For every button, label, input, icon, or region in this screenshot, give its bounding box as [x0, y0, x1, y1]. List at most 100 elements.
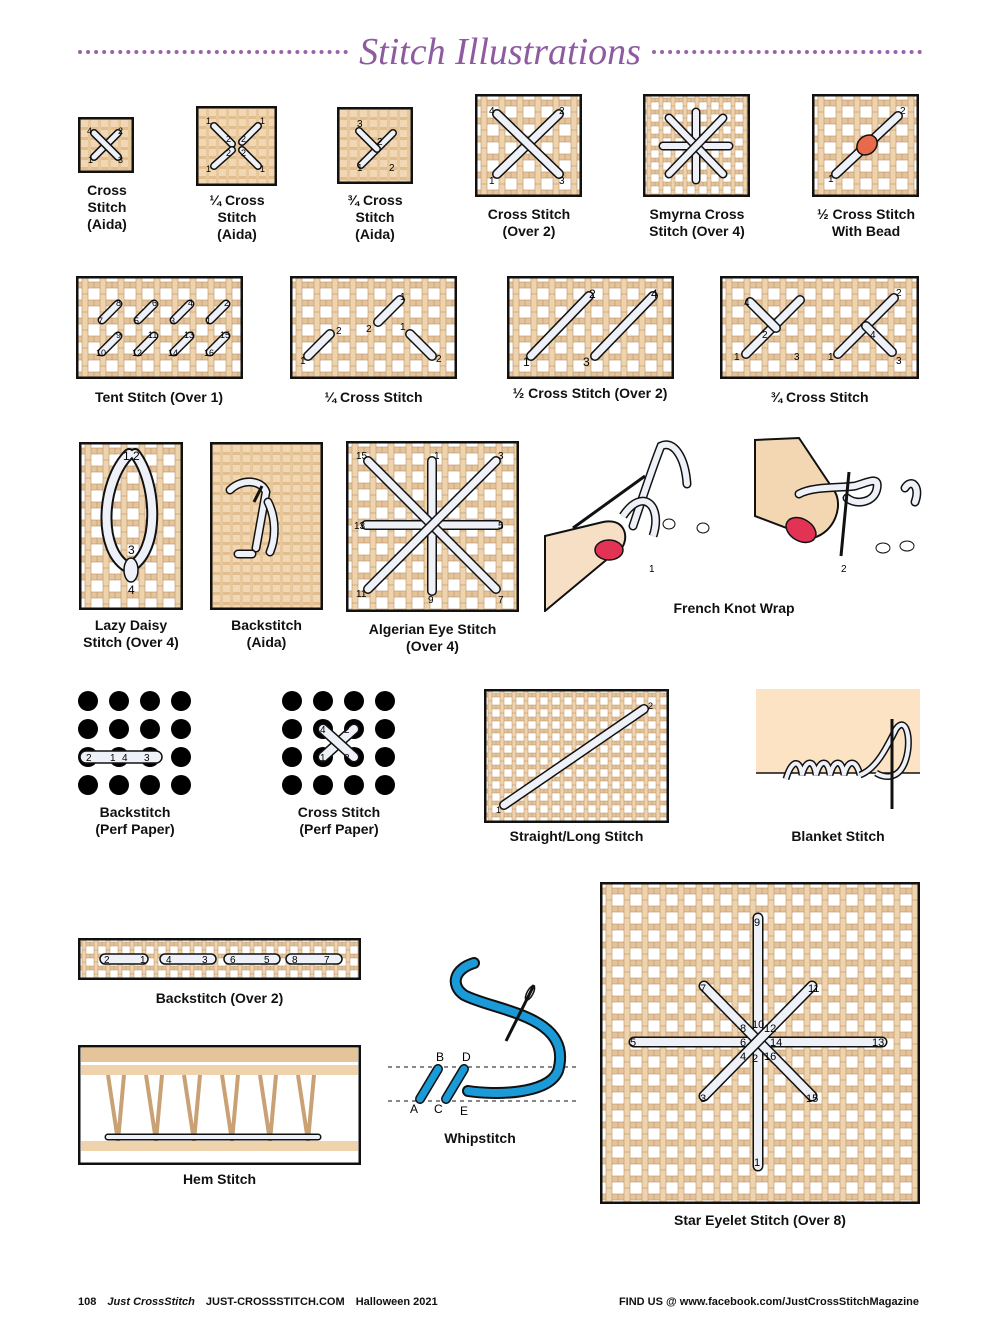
label: 1 — [496, 805, 501, 815]
label: 13 — [184, 330, 194, 340]
caption-three-quarter-aida: ¾ Cross Stitch (Aida) — [347, 192, 403, 242]
label: 1 — [300, 356, 306, 367]
label: 8 — [292, 955, 298, 966]
label: B — [436, 1050, 444, 1064]
three-quarter-aida-figure: 3 2 1 2 — [337, 107, 413, 184]
label: 4 — [651, 287, 658, 301]
label: 5 — [134, 316, 139, 326]
quarter-aida-figure: 1 1 2 2 2 2 1 1 — [196, 106, 277, 186]
blanket-figure — [756, 689, 920, 809]
magazine-name: Just CrossStitch — [107, 1296, 195, 1308]
cross-over2-figure: 4 2 1 3 — [475, 94, 582, 197]
label: 6 — [152, 298, 157, 308]
french-knot-figure: 1 2 — [544, 436, 922, 612]
algerian-figure: 15 1 3 13 5 11 9 7 — [346, 441, 519, 612]
title-dots-left — [78, 50, 348, 60]
label: 9 — [116, 330, 121, 340]
caption-smyrna: Smyrna Cross Stitch (Over 4) — [649, 206, 745, 239]
label: E — [460, 1104, 468, 1118]
label: 4 — [870, 330, 876, 341]
label: 6 — [740, 1037, 746, 1049]
label: 2 — [436, 354, 442, 365]
star-eyelet-figure: 9 7 11 8 10 12 5 6 14 13 4 2 16 3 15 1 — [600, 882, 920, 1204]
caption-straight-long: Straight/Long Stitch — [509, 828, 644, 844]
label: 1 — [88, 155, 93, 165]
half-over2-figure: 2 4 1 3 — [507, 276, 674, 379]
label: 2 — [559, 106, 565, 117]
caption-backstitch-aida: Backstitch (Aida) — [231, 617, 302, 650]
label: 2 — [118, 126, 123, 136]
hem-figure — [78, 1045, 361, 1165]
page-number: 108 — [78, 1296, 97, 1308]
label: 15 — [356, 451, 368, 462]
label: 15 — [220, 330, 230, 340]
label: 10 — [752, 1019, 764, 1031]
caption-cross-perf: Cross Stitch (Perf Paper) — [297, 804, 381, 837]
label: 2 — [86, 753, 92, 764]
caption-cross-aida: Cross Stitch (Aida) — [87, 182, 127, 232]
site-url[interactable]: JUST-CROSSSTITCH.COM — [205, 1296, 345, 1308]
label: 2 — [241, 148, 246, 158]
caption-quarter: ¼ Cross Stitch — [324, 389, 423, 405]
caption-star-eyelet: Star Eyelet Stitch (Over 8) — [674, 1212, 846, 1228]
label: A — [410, 1102, 418, 1116]
straight-long-figure: 2 1 — [484, 689, 669, 823]
lazy-daisy-figure: 1 2 3 4 — [79, 442, 183, 610]
label: 1 — [828, 352, 834, 363]
label: 11 — [148, 330, 157, 340]
label: 9 — [754, 917, 760, 929]
backstitch-aida-figure — [210, 442, 323, 610]
label: 4 — [122, 753, 128, 764]
footer-left: 108 Just CrossStitch JUST-CROSSSTITCH.CO… — [78, 1296, 446, 1308]
label: 4 — [320, 725, 326, 736]
label: 16 — [764, 1051, 776, 1063]
label: 2 — [104, 955, 110, 966]
title-dots-right — [652, 50, 922, 60]
label: 12 — [132, 348, 142, 358]
label: 1 — [110, 753, 116, 764]
label: 4 — [740, 1051, 746, 1063]
smyrna-figure — [643, 94, 750, 197]
caption-blanket: Blanket Stitch — [791, 828, 885, 844]
label: 3 — [583, 355, 590, 369]
tent-figure: 8 6 4 2 7 5 3 1 9 11 13 15 10 12 14 16 — [76, 276, 243, 379]
label: 2 — [377, 137, 383, 148]
label: 3 — [794, 352, 800, 363]
label: 4 — [128, 583, 135, 597]
label: 1 — [734, 352, 740, 363]
label: 2 — [226, 134, 231, 144]
label: 1 — [754, 1157, 760, 1169]
label: 14 — [168, 348, 178, 358]
caption-tent: Tent Stitch (Over 1) — [94, 389, 224, 405]
label: 1 — [140, 955, 146, 966]
three-quarter-figure: 4 2 2 4 1 3 1 3 — [720, 276, 919, 379]
label: 3 — [128, 543, 135, 557]
label: 13 — [872, 1037, 884, 1049]
footer-social[interactable]: FIND US @ www.facebook.com/JustCrossStit… — [618, 1296, 919, 1308]
caption-algerian: Algerian Eye Stitch (Over 4) — [368, 621, 497, 654]
label: 3 — [144, 753, 150, 764]
label: 1 — [400, 292, 406, 303]
label: 1 — [523, 355, 530, 369]
backstitch-perf-figure: 2 1 4 3 — [78, 691, 191, 795]
label: 3 — [559, 176, 565, 187]
label: 1 — [260, 116, 265, 126]
label: 2 — [224, 298, 229, 308]
caption-half-bead: ½ Cross Stitch With Bead — [816, 206, 916, 239]
label: 5 — [264, 955, 270, 966]
label: 11 — [808, 983, 819, 995]
label: 8 — [740, 1023, 746, 1035]
label: 1 — [206, 164, 211, 174]
label: 1 — [123, 449, 130, 463]
label: 13 — [354, 521, 366, 532]
label: 1 — [649, 564, 655, 575]
backstitch-over2-figure: 2 1 4 3 6 5 8 7 — [78, 938, 361, 980]
label: 3 — [344, 753, 350, 764]
label: 1 — [828, 174, 834, 185]
caption-quarter-aida: ¼ Cross Stitch (Aida) — [209, 192, 265, 242]
label: 2 — [762, 330, 768, 341]
label: 1 — [260, 164, 265, 174]
label: 1 — [400, 322, 406, 333]
label: 2 — [589, 287, 596, 301]
label: 2 — [241, 134, 246, 144]
